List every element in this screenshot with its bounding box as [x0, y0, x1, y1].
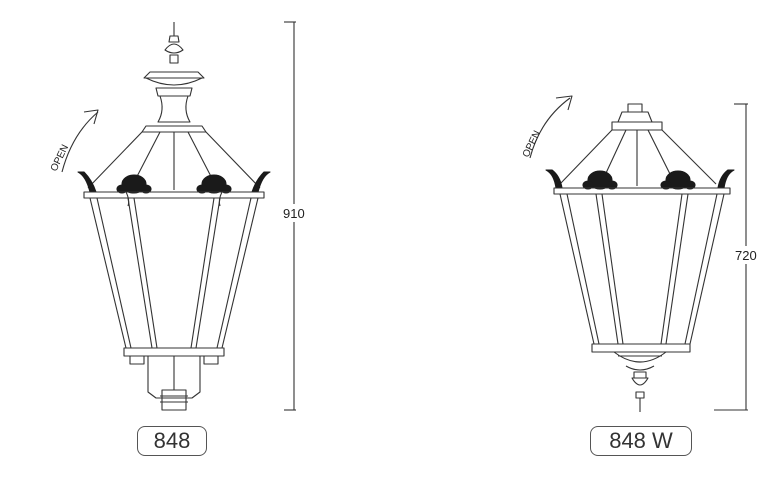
lantern-848w: [529, 95, 748, 412]
bottom-finial-848w: [613, 351, 667, 412]
open-arrow-848w: [529, 95, 573, 159]
lantern-848: [61, 21, 296, 411]
height-label-848w: 720: [735, 248, 757, 263]
open-arrow-848: [61, 109, 99, 173]
open-label-848w: OPEN: [521, 129, 543, 159]
crown-ornaments-848: [77, 171, 271, 194]
glass-body-848: [89, 191, 259, 349]
height-label-848: 910: [283, 206, 305, 221]
glass-body-848w: [559, 193, 725, 345]
top-collar-848w: [611, 103, 663, 131]
base-848: [147, 356, 201, 411]
roof-848: [87, 131, 261, 191]
crown-ornaments-848w: [545, 169, 735, 190]
model-label-848w: 848 W: [590, 426, 692, 456]
open-label-848: OPEN: [49, 143, 71, 173]
roof-848w: [559, 129, 717, 187]
finial-848: [141, 22, 207, 133]
model-label-848: 848: [137, 426, 207, 456]
